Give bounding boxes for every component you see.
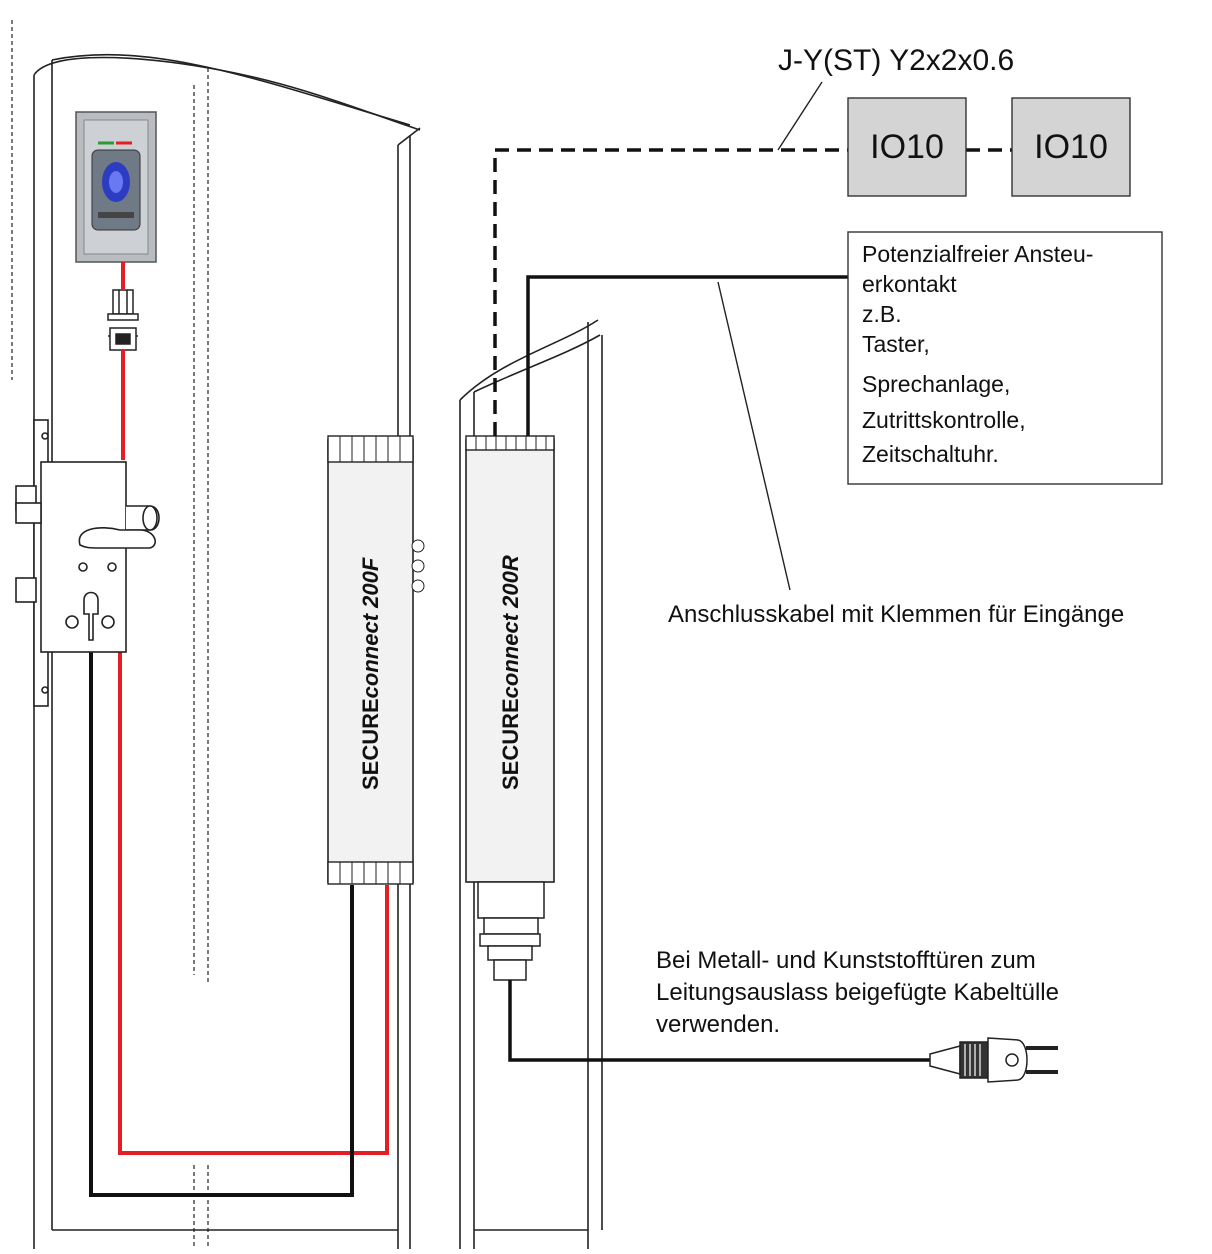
dashed-guides (11, 20, 209, 1249)
secureconnect-200r-label: SECUREconnect 200R (498, 555, 523, 790)
io-module-2-label: IO10 (1034, 128, 1108, 166)
bus-cable (493, 148, 1012, 436)
input-cable-label: Anschlusskabel mit Klemmen für Eingänge (668, 601, 1124, 628)
contact-line: z.B. (862, 301, 902, 327)
contact-line: Sprechanlage, (862, 371, 1010, 397)
input-cable-leader (717, 281, 791, 591)
secureconnect-200f-unit: SECUREconnect 200F (327, 435, 425, 885)
mortise-lock-icon (15, 419, 160, 707)
input-cable (526, 275, 850, 436)
io-module-1: IO10 (847, 97, 967, 197)
fingerprint-reader-icon (75, 111, 157, 263)
red-wire (118, 262, 389, 1155)
contact-info-box: Potenzialfreier Ansteu- erkontakt z.B. T… (847, 231, 1163, 485)
power-cable (508, 980, 930, 1062)
contact-line: Potenzialfreier Ansteu- (862, 241, 1093, 267)
secureconnect-200r-unit: SECUREconnect 200R (465, 435, 555, 883)
cable-spec-label: J-Y(ST) Y2x2x0.6 (778, 44, 1014, 77)
contact-line: Zutrittskontrolle, (862, 407, 1026, 433)
contact-line: Zeitschaltuhr. (862, 441, 999, 467)
io-module-1-label: IO10 (870, 128, 944, 166)
secureconnect-200f-label: SECUREconnect 200F (358, 557, 383, 790)
cable-spec-leader (777, 81, 823, 151)
grommet-note-line: verwenden. (656, 1011, 780, 1038)
grommet-note-line: Leitungsauslass beigefügte Kabeltülle (656, 979, 1059, 1006)
grommet-note-line: Bei Metall- und Kunststofftüren zum (656, 947, 1036, 974)
power-plug-icon (929, 1037, 1058, 1083)
black-wire (89, 652, 354, 1197)
contact-line: erkontakt (862, 271, 957, 297)
io-module-2: IO10 (1011, 97, 1131, 197)
grommet-note: Bei Metall- und Kunststofftüren zum Leit… (656, 947, 1059, 1038)
connector-plug-icon (107, 289, 139, 351)
contact-line: Taster, (862, 331, 930, 357)
cable-grommet-icon (477, 881, 545, 981)
